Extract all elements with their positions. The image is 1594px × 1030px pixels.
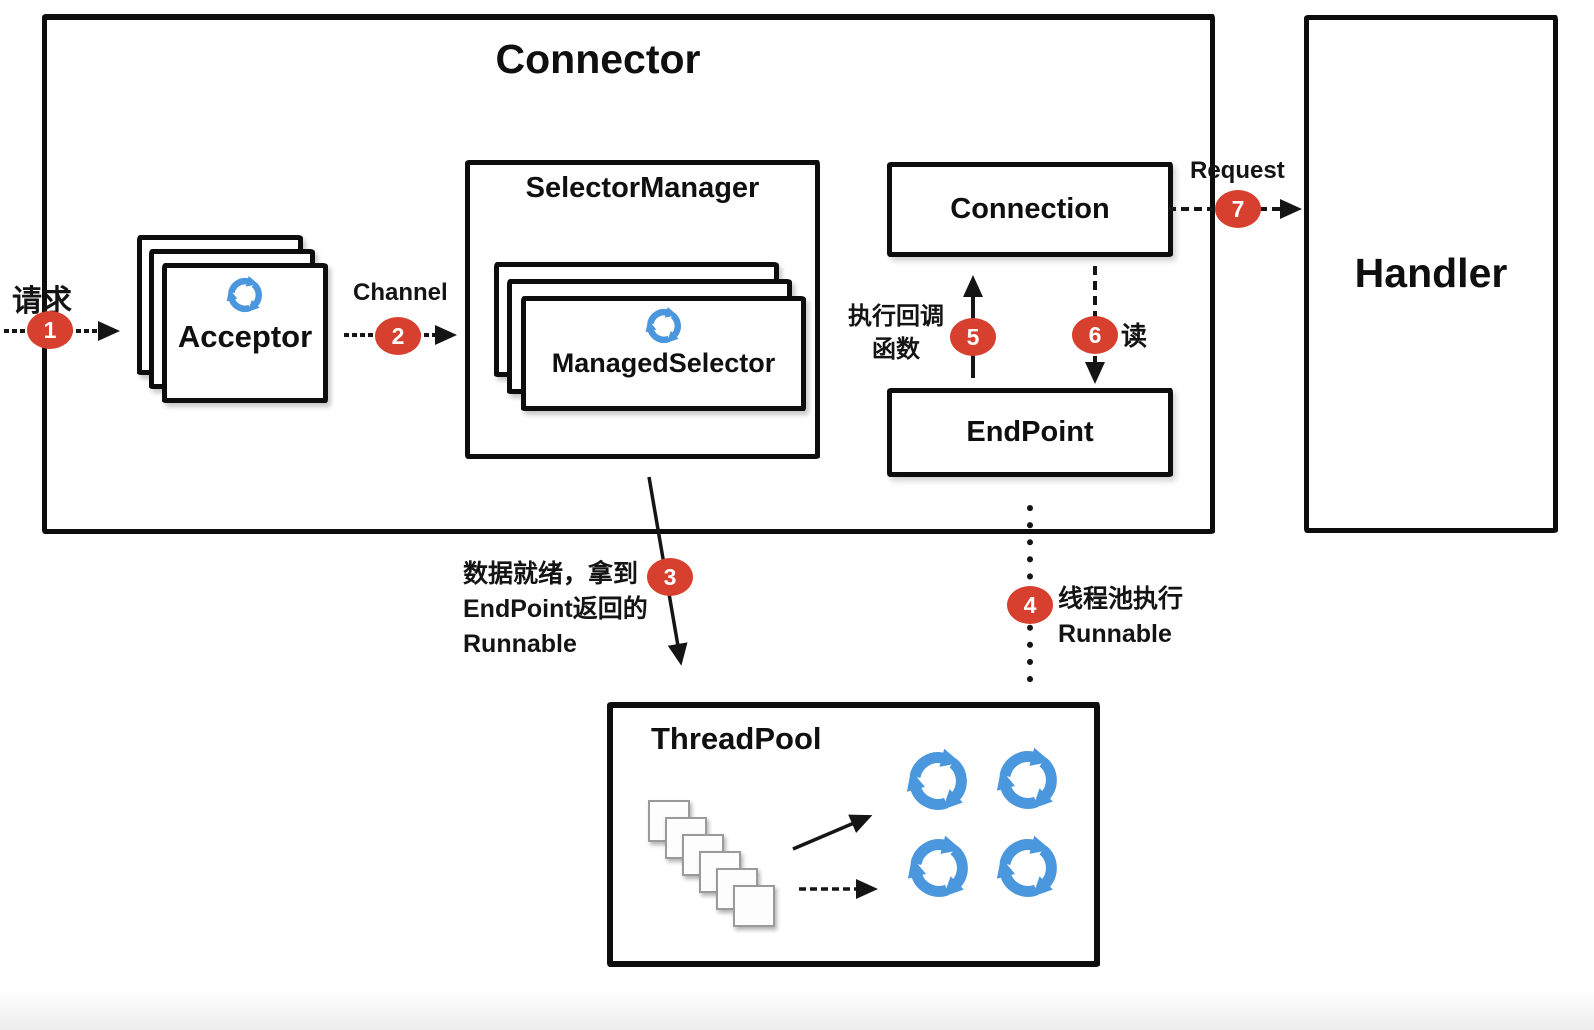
step-badge-6: 6 bbox=[1072, 316, 1118, 354]
endpoint-box: EndPoint bbox=[887, 388, 1173, 477]
pool-exec-line1: 线程池执行 bbox=[1058, 585, 1184, 613]
request-en-label: Request bbox=[1190, 157, 1285, 184]
handler-box bbox=[1304, 15, 1558, 533]
bottom-gradient-strip bbox=[0, 990, 1594, 1030]
step-badge-7: 7 bbox=[1215, 190, 1261, 228]
connection-box: Connection bbox=[887, 162, 1173, 257]
recycle-arrows-icon bbox=[989, 741, 1067, 819]
data-ready-line3: Runnable bbox=[463, 630, 577, 658]
step-badge-3: 3 bbox=[647, 558, 693, 596]
managed-selector-card: ManagedSelector bbox=[521, 296, 806, 411]
paper-sheet-icon bbox=[733, 885, 775, 927]
threadpool-title: ThreadPool bbox=[651, 721, 822, 756]
pool-exec-label: 线程池执行 Runnable bbox=[1058, 582, 1183, 652]
step-badge-2: 2 bbox=[375, 317, 421, 355]
data-ready-label: 数据就绪，拿到 EndPoint返回的 Runnable bbox=[463, 557, 648, 662]
recycle-arrows-icon bbox=[641, 303, 687, 349]
data-ready-line2: EndPoint返回的 bbox=[463, 595, 648, 623]
callback-label-line1: 执行回调 bbox=[848, 303, 944, 330]
handler-title: Handler bbox=[1354, 250, 1508, 296]
data-ready-line1: 数据就绪，拿到 bbox=[463, 560, 639, 588]
callback-label: 执行回调 函数 bbox=[838, 300, 954, 366]
step-badge-5: 5 bbox=[950, 318, 996, 356]
recycle-arrows-icon bbox=[900, 829, 978, 907]
pool-exec-line2: Runnable bbox=[1058, 620, 1172, 648]
callback-label-line2: 函数 bbox=[872, 336, 920, 363]
connection-label: Connection bbox=[950, 193, 1110, 225]
acceptor-card: Acceptor bbox=[162, 263, 328, 403]
recycle-arrows-icon bbox=[899, 742, 977, 820]
recycle-arrows-icon bbox=[222, 272, 268, 318]
step-badge-1: 1 bbox=[27, 311, 73, 349]
step-badge-4: 4 bbox=[1007, 586, 1053, 624]
acceptor-label: Acceptor bbox=[177, 319, 313, 354]
endpoint-label: EndPoint bbox=[966, 416, 1094, 448]
threadpool-box: ThreadPool bbox=[607, 702, 1100, 967]
recycle-arrows-icon bbox=[989, 829, 1067, 907]
channel-label: Channel bbox=[353, 279, 448, 306]
selector-manager-title: SelectorManager bbox=[525, 172, 760, 204]
managed-selector-label: ManagedSelector bbox=[551, 348, 776, 378]
connector-title: Connector bbox=[495, 36, 701, 82]
read-label: 读 bbox=[1121, 321, 1148, 351]
